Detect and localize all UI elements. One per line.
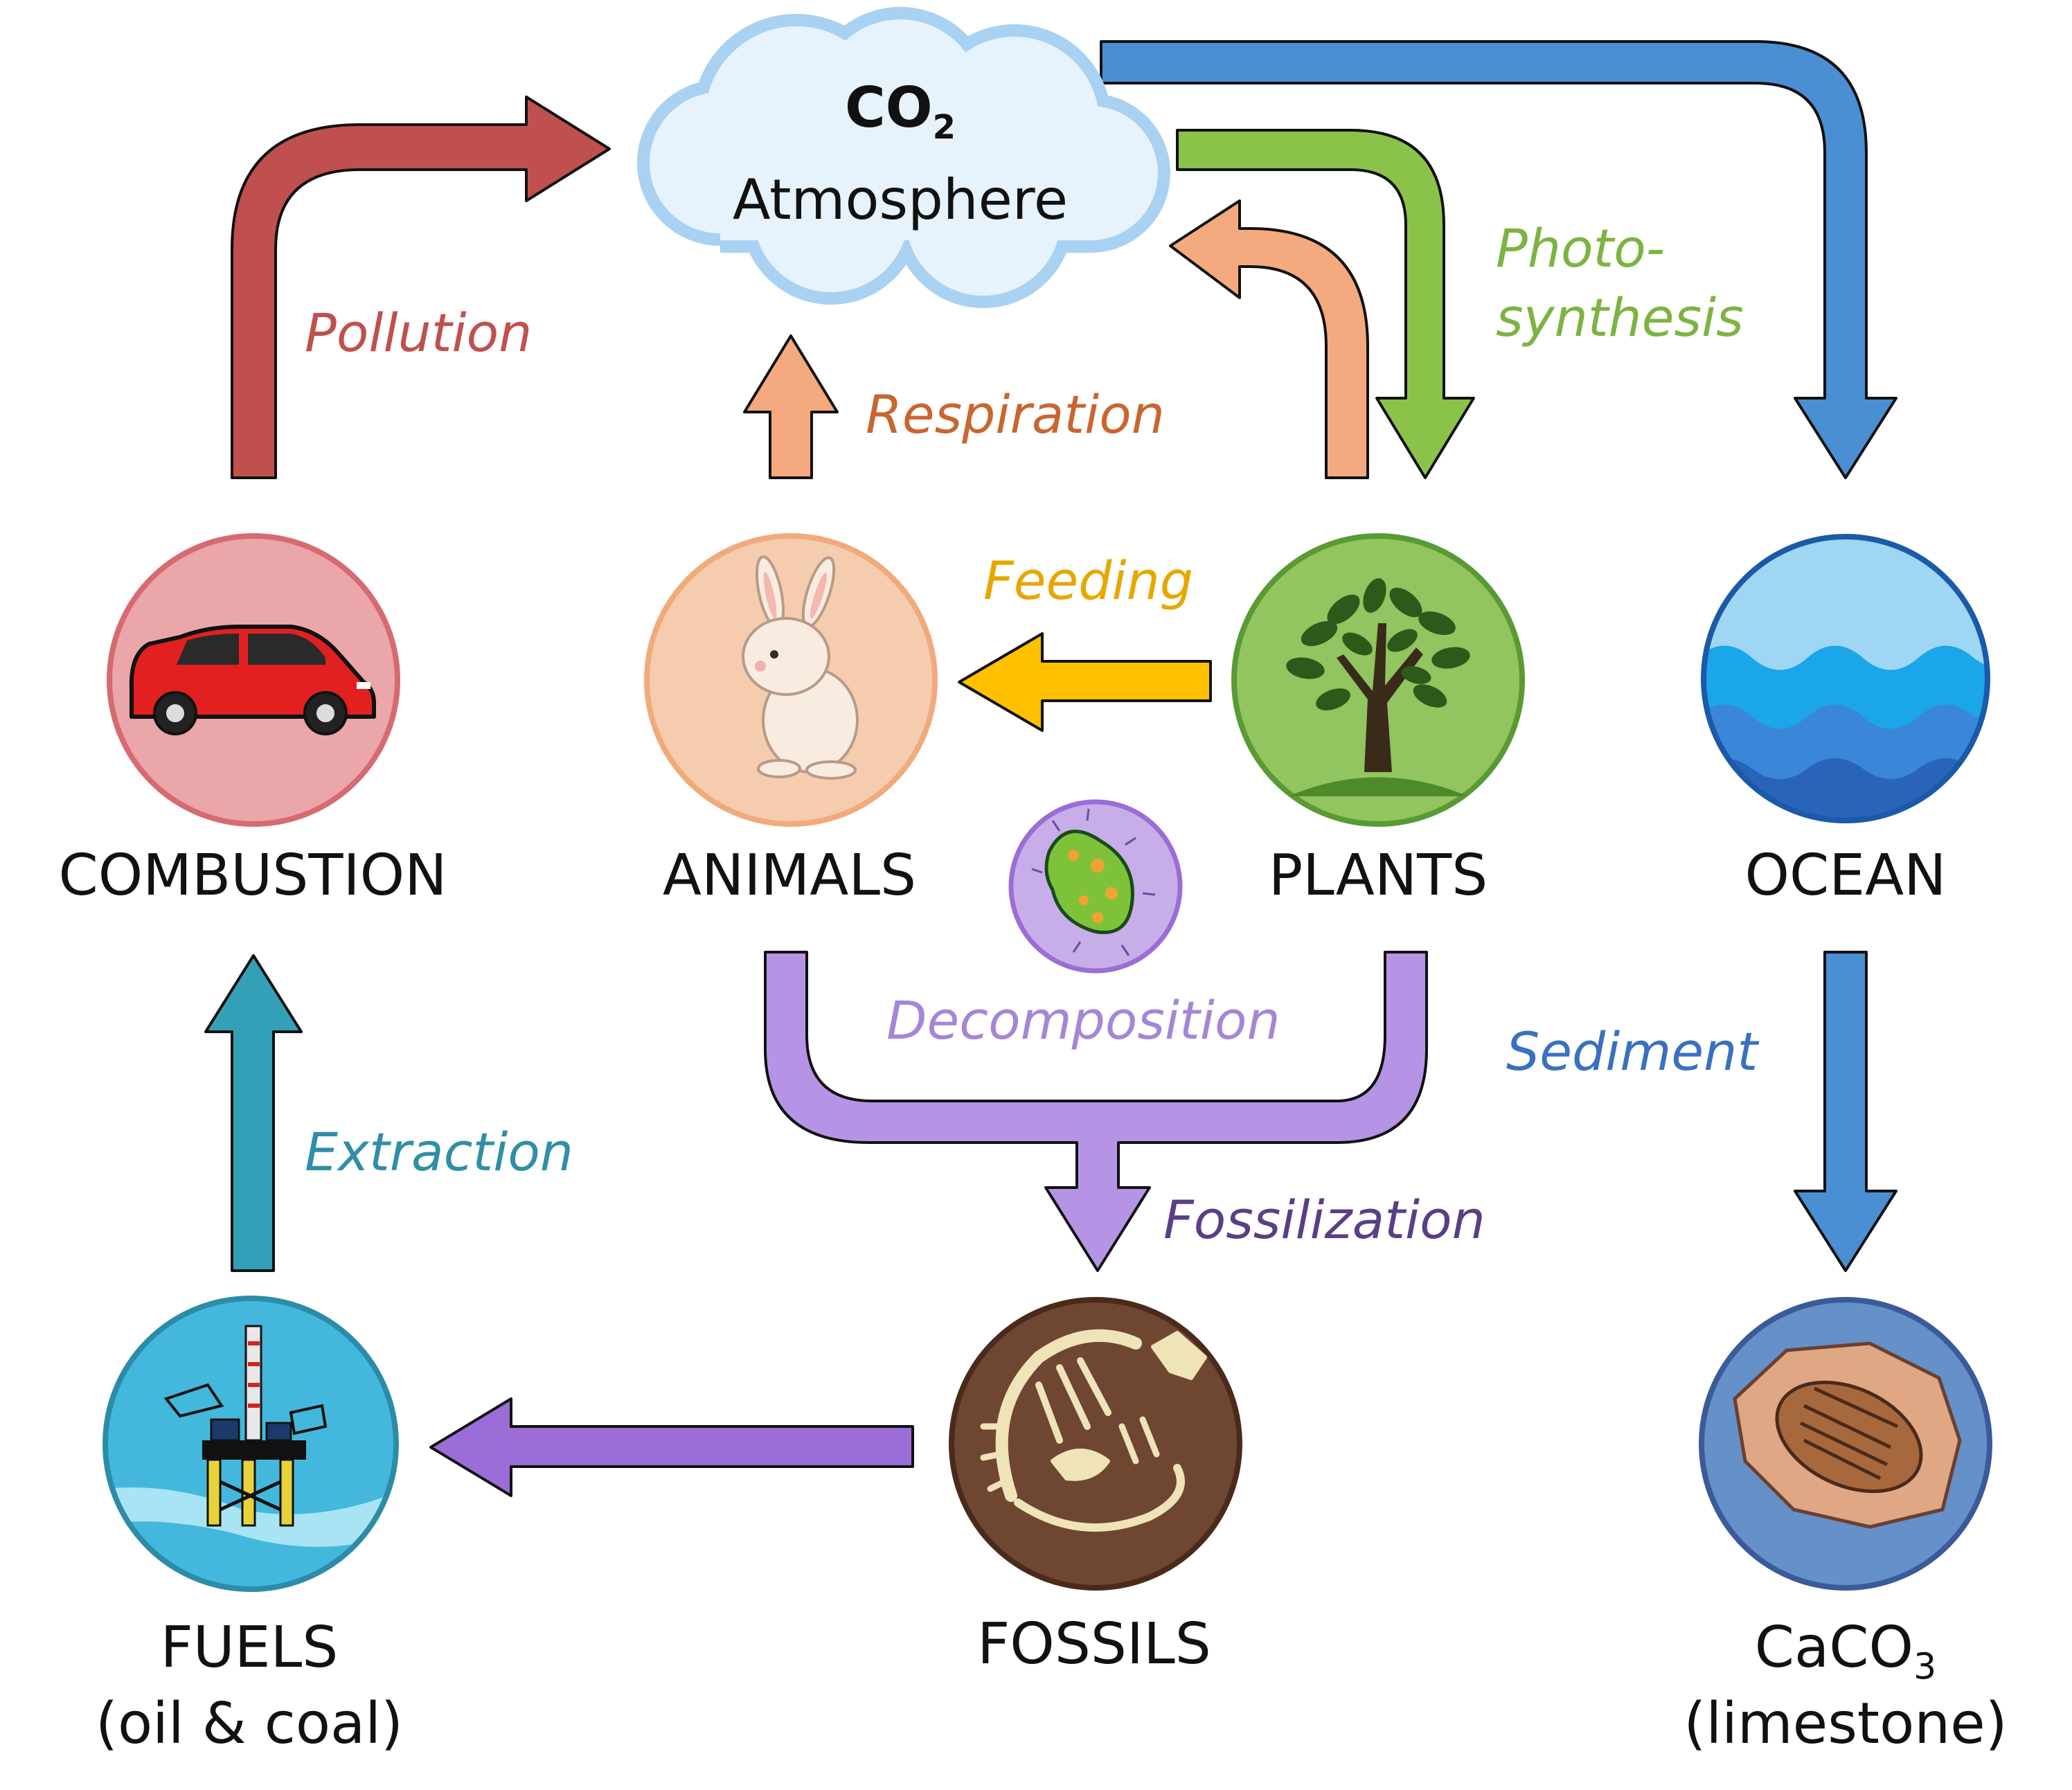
ocean-label: OCEAN <box>1744 843 1947 909</box>
atmosphere-formula-main: CO <box>844 75 933 140</box>
bacteria-icon <box>1031 808 1156 956</box>
sediment-arrow <box>1794 951 1897 1272</box>
fossils-to-fuels-arrow <box>429 1397 914 1497</box>
animals-node <box>644 533 938 827</box>
oil-rig-icon <box>163 1325 328 1527</box>
respiration-label: Respiration <box>866 384 1165 445</box>
fossils-node <box>949 1297 1242 1591</box>
atmosphere-to-ocean-arrow <box>1100 40 1897 479</box>
animals-label: ANIMALS <box>662 843 917 909</box>
combustion-label: COMBUSTION <box>58 843 447 909</box>
rabbit-icon <box>742 555 859 780</box>
car-icon <box>129 625 376 735</box>
decomposition-arrow <box>764 951 1428 1272</box>
dinosaur-fossil-icon <box>980 1329 1207 1532</box>
pollution-label: Pollution <box>305 302 533 364</box>
limestone-formula: CaCO3 <box>1676 1615 2015 1688</box>
sediment-label: Sediment <box>1506 1021 1758 1082</box>
atmosphere-formula: CO2 <box>831 78 970 146</box>
extraction-arrow <box>204 954 303 1272</box>
photosynthesis-label-line2: synthesis <box>1496 287 1744 348</box>
limestone-sublabel: (limestone) <box>1684 1691 2008 1757</box>
feeding-arrow <box>958 632 1212 732</box>
fuels-label: FUELS <box>160 1615 339 1681</box>
atmosphere-formula-sub: 2 <box>932 108 956 147</box>
trilobite-icon <box>1733 1341 1962 1529</box>
limestone-formula-main: CaCO <box>1754 1615 1914 1681</box>
limestone-node <box>1699 1297 1992 1591</box>
decomposition-label: Decomposition <box>886 990 1280 1051</box>
plants-node <box>1231 533 1525 827</box>
fossilization-label: Fossilization <box>1163 1189 1485 1251</box>
atmosphere-cloud <box>637 7 1170 308</box>
fuels-node <box>102 1296 399 1592</box>
pollution-arrow <box>231 96 611 479</box>
combustion-node <box>107 533 400 827</box>
fossils-label: FOSSILS <box>977 1611 1211 1677</box>
photosynthesis-arrow <box>1176 129 1475 479</box>
fuels-sublabel: (oil & coal) <box>95 1691 404 1757</box>
photosynthesis-label-line1: Photo- <box>1496 217 1665 279</box>
feeding-label: Feeding <box>983 550 1193 611</box>
plants-label: PLANTS <box>1268 843 1488 909</box>
bacteria-node <box>1008 799 1183 974</box>
plant-respiration-arrow <box>1169 199 1369 479</box>
animal-respiration-arrow <box>743 334 839 479</box>
limestone-formula-sub: 3 <box>1913 1646 1937 1688</box>
extraction-label: Extraction <box>305 1121 573 1183</box>
tree-icon <box>1286 578 1470 796</box>
ocean-node <box>1701 534 1990 823</box>
atmosphere-label: Atmosphere <box>732 168 1069 232</box>
